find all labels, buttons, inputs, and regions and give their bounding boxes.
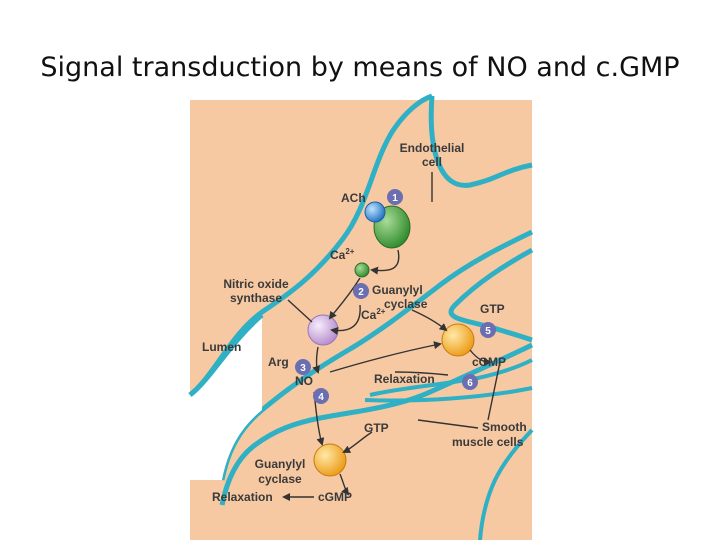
smooth-muscle-membrane-right xyxy=(478,428,534,540)
endothelial-membrane-upper xyxy=(188,93,433,397)
pointer-smooth-muscle-upper xyxy=(487,361,501,421)
arrow-cyclase-to-cgmp xyxy=(469,349,492,366)
label-smooth-muscle-line1: Smooth xyxy=(482,420,527,434)
tissue-illustration xyxy=(188,93,534,540)
pointer-smooth-muscle-lower xyxy=(417,419,479,429)
step-number-6: 6 xyxy=(467,378,473,389)
arrow-synthase-pointer xyxy=(287,299,313,323)
label-smooth-muscle-line2: muscle cells xyxy=(452,435,524,449)
label-cgmp-bottom: cGMP xyxy=(318,490,352,504)
step-badge-2 xyxy=(353,283,369,299)
label-cgmp-right: cGMP xyxy=(472,355,506,369)
label-guanylyl-cyclase-top-line2: cyclase xyxy=(384,297,428,311)
step-badges: 1 2 3 4 5 6 xyxy=(295,189,496,404)
arrow-ca-to-nos xyxy=(328,277,361,320)
smooth-muscle-membrane-middle xyxy=(448,247,534,343)
cytoplasm-background xyxy=(190,100,532,540)
arrow-cyclase-to-cgmp-bottom xyxy=(339,473,350,496)
label-no: NO xyxy=(295,374,313,388)
ach-receptor xyxy=(364,201,411,249)
smooth-muscle-membrane-upper xyxy=(219,229,534,481)
label-ca-top-base: Ca xyxy=(330,248,346,262)
guanylyl-cyclase-right xyxy=(441,323,475,357)
step-number-4: 4 xyxy=(318,392,324,403)
arrow-no-to-cyclase-right xyxy=(329,341,442,373)
step-number-5: 5 xyxy=(485,326,491,337)
step-badge-3 xyxy=(295,359,311,375)
label-nos-line1: Nitric oxide xyxy=(223,277,289,291)
smooth-muscle-cell-lower xyxy=(219,342,534,506)
label-ca-mid-base: Ca xyxy=(361,308,377,322)
calcium-channel xyxy=(354,262,370,278)
label-ca-top: Ca2+ xyxy=(330,247,355,262)
label-ach: ACh xyxy=(341,191,366,205)
step-badge-4 xyxy=(313,388,329,404)
step-badge-6 xyxy=(462,374,478,390)
step-number-3: 3 xyxy=(300,363,306,374)
lumen-space xyxy=(190,315,262,480)
label-endothelial-cell-line2: cell xyxy=(422,155,442,169)
arrow-cyclase-curve xyxy=(330,304,361,335)
label-gtp-right: GTP xyxy=(480,302,505,316)
reaction-arrows xyxy=(282,172,501,501)
label-ca-top-superscript: 2+ xyxy=(345,247,354,256)
label-guanylyl-cyclase-bottom-line1: Guanylyl xyxy=(255,457,306,471)
guanylyl-cyclase-bottom xyxy=(313,443,347,477)
label-nos-line2: synthase xyxy=(230,291,282,305)
label-gtp-bottom: GTP xyxy=(364,421,389,435)
step-badge-1 xyxy=(387,189,403,205)
arrow-receptor-to-ca xyxy=(370,249,400,275)
label-ca-mid: Ca2+ xyxy=(361,307,386,322)
slide-title: Signal transduction by means of NO and c… xyxy=(40,52,680,83)
label-lumen: Lumen xyxy=(202,340,241,354)
diagram-labels: Endothelial cell ACh Ca2+ Nitric oxide s… xyxy=(202,141,527,504)
step-number-2: 2 xyxy=(358,287,364,298)
arrow-gtp-bottom-to-cyclase xyxy=(342,431,373,453)
label-guanylyl-cyclase-top-line1: Guanylyl xyxy=(372,283,423,297)
arrow-gtp-to-cyclase xyxy=(411,309,448,332)
endothelial-membrane-right xyxy=(428,95,533,188)
label-ca-mid-superscript: 2+ xyxy=(376,307,385,316)
label-relaxation-right: Relaxation xyxy=(374,372,435,386)
lumen-membrane xyxy=(188,313,264,397)
step-number-1: 1 xyxy=(392,193,398,204)
smooth-muscle-membrane-bottom-2 xyxy=(364,386,533,403)
arrow-arg-to-no xyxy=(312,346,320,374)
label-relaxation-bottom: Relaxation xyxy=(212,490,273,504)
label-guanylyl-cyclase-bottom-line2: cyclase xyxy=(258,472,302,486)
label-endothelial-cell-line1: Endothelial xyxy=(400,141,465,155)
arrow-cgmp-to-relaxation xyxy=(394,371,449,376)
ach-molecule xyxy=(364,201,386,223)
step-badge-5 xyxy=(480,322,496,338)
label-arg: Arg xyxy=(268,355,289,369)
